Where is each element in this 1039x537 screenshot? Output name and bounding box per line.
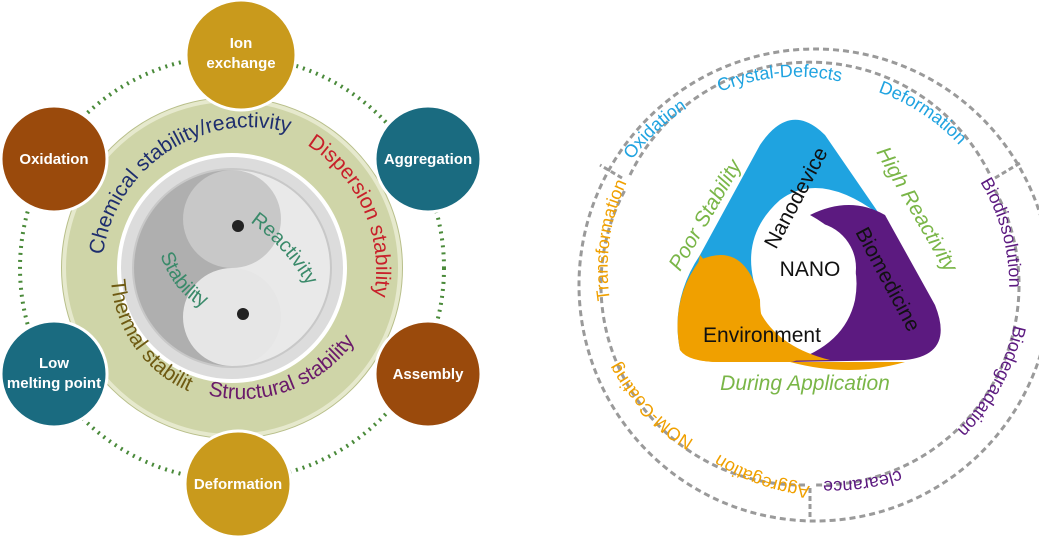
node-aggregation: Aggregation (373, 104, 483, 214)
inner-dashed-arc-top (628, 60, 992, 176)
svg-text:Oxidation: Oxidation (19, 151, 88, 168)
svg-text:Low: Low (39, 355, 69, 372)
svg-text:Aggregation: Aggregation (384, 151, 472, 168)
svg-text:Oxidation: Oxidation (619, 95, 689, 163)
yang-shape (183, 170, 330, 366)
svg-text:NOM-Coating: NOM-Coating (605, 359, 696, 453)
svg-text:Biodegradation: Biodegradation (954, 324, 1030, 441)
node-low-melting-point: Low melting point (0, 319, 109, 429)
node-deformation: Deformation (183, 429, 293, 537)
svg-text:Deformation: Deformation (877, 77, 971, 148)
svg-text:Deformation: Deformation (194, 476, 282, 493)
during-application-label: During Application (720, 372, 890, 395)
node-ion-exchange: Ion exchange (184, 0, 298, 112)
right-diagram: NANO Environment Nanodevice Biomedicine … (577, 47, 1039, 523)
clearance-label: clearance (823, 466, 905, 497)
nano-core (764, 222, 856, 314)
svg-text:clearance: clearance (823, 466, 905, 497)
environment-segment (680, 255, 830, 362)
svg-text:Assembly: Assembly (393, 366, 465, 383)
svg-text:exchange: exchange (206, 55, 275, 72)
node-oxidation: Oxidation (0, 104, 109, 214)
inner-dashed-arc-right (814, 189, 1021, 487)
nom-coating-label: NOM-Coating (605, 359, 696, 453)
environment-label: Environment (703, 324, 821, 347)
biomedicine-segment (790, 205, 941, 362)
outer-oxidation-label: Oxidation (619, 95, 689, 163)
svg-text:Biodissolution: Biodissolution (977, 174, 1026, 288)
svg-text:Ion: Ion (230, 35, 253, 52)
outer-dashed-ring (577, 47, 1039, 523)
left-diagram: Reactivity Stability Chemical stability/… (0, 0, 483, 537)
yang-dot (237, 308, 249, 320)
biodissolution-label: Biodissolution (977, 174, 1026, 288)
yin-dot (232, 220, 244, 232)
inner-dashed-arc-left (599, 189, 806, 487)
outer-deformation-label: Deformation (877, 77, 971, 148)
svg-text:melting point: melting point (7, 375, 101, 392)
svg-text:Aggregation: Aggregation (711, 451, 811, 502)
nano-label: NANO (780, 258, 841, 281)
dotted-orbit (18, 54, 446, 482)
outer-aggregation-label: Aggregation (711, 451, 811, 502)
biodegradation-label: Biodegradation (954, 324, 1030, 441)
node-assembly: Assembly (373, 319, 483, 429)
